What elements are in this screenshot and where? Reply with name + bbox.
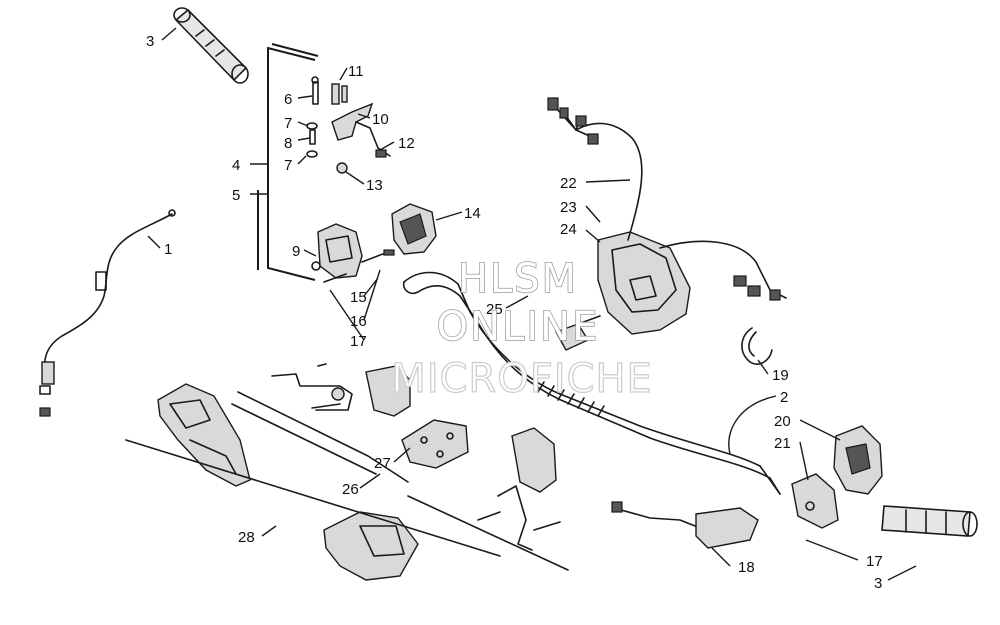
wiring-18: [611, 501, 759, 549]
right-hand-grip: [881, 505, 978, 537]
group-lines-26-28: [125, 391, 569, 571]
watermark-line-3: MICROFICHE: [391, 356, 653, 402]
mount-bracket-26-left: [271, 363, 411, 417]
throttle-lever-group: [306, 76, 391, 174]
callout-labels: 3 11 6 10 7 12 8 4 7 13 5 14 22 23 24 1 …: [146, 33, 883, 592]
callout-27: 27: [374, 455, 391, 472]
callout-22: 22: [560, 175, 577, 192]
watermark-line-1: HLSM: [458, 256, 578, 302]
callout-3-bottom: 3: [874, 575, 882, 592]
watermark-line-2: ONLINE: [437, 304, 600, 350]
wiring-harness-22: [547, 97, 787, 301]
right-handguard: [323, 511, 419, 581]
switch-housing-14: [391, 203, 437, 255]
callout-9: 9: [292, 243, 300, 260]
handlebar: [402, 271, 781, 495]
left-handguard: [157, 383, 251, 487]
assembly-bracket-4-5: [257, 43, 319, 281]
watermark: HLSM ONLINE MICROFICHE: [391, 255, 653, 402]
callout-28: 28: [238, 529, 255, 546]
callout-20: 20: [774, 413, 791, 430]
mount-plate-27: [401, 419, 469, 469]
callout-21: 21: [774, 435, 791, 452]
callout-5: 5: [232, 187, 240, 204]
bracket-21: [791, 473, 839, 529]
callout-24: 24: [560, 221, 577, 238]
callout-17-left: 17: [350, 333, 367, 350]
callout-15: 15: [350, 289, 367, 306]
callout-11: 11: [348, 63, 364, 80]
connector-25: [554, 315, 601, 351]
callout-7-lower: 7: [284, 157, 292, 174]
callout-13: 13: [366, 177, 383, 194]
left-hand-grip: [173, 7, 249, 84]
callout-14: 14: [464, 205, 481, 222]
callout-25: 25: [486, 301, 503, 318]
control-housing-23: [597, 231, 691, 335]
callout-1: 1: [164, 241, 172, 258]
callout-10: 10: [372, 111, 389, 128]
right-switch-housing-20: [833, 425, 883, 495]
callout-6: 6: [284, 91, 292, 108]
leader-lines: [147, 27, 917, 581]
throttle-cable: [39, 209, 176, 417]
callout-12: 12: [398, 135, 415, 152]
clip-19: [741, 327, 773, 365]
callout-7-upper: 7: [284, 115, 292, 132]
callout-19: 19: [772, 367, 789, 384]
callout-8: 8: [284, 135, 292, 152]
throttle-case: [311, 223, 395, 283]
callout-4: 4: [232, 157, 240, 174]
callout-17-right: 17: [866, 553, 883, 570]
callout-18: 18: [738, 559, 755, 576]
callout-23: 23: [560, 199, 577, 216]
mount-bracket-26-right: [477, 427, 561, 551]
callout-3-top: 3: [146, 33, 154, 50]
callout-26: 26: [342, 481, 359, 498]
callout-16: 16: [350, 313, 367, 330]
callout-2: 2: [780, 389, 788, 406]
